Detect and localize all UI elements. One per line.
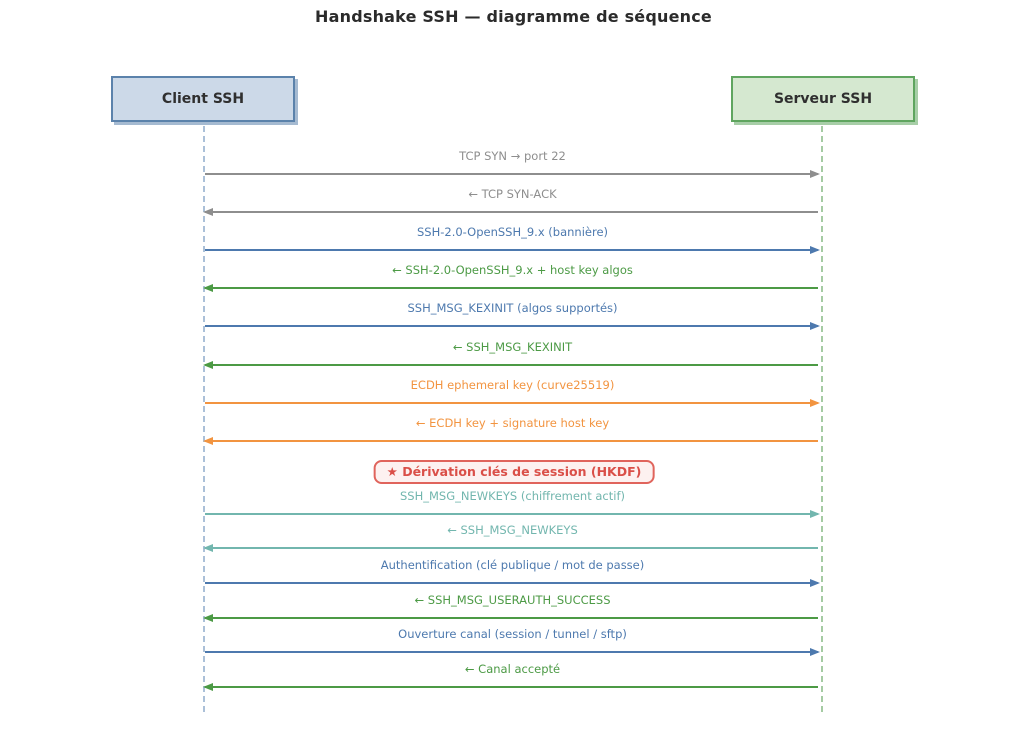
actor-server-label: Serveur SSH: [773, 91, 873, 107]
arrowhead-icon: [203, 208, 213, 216]
message-label: ← SSH_MSG_KEXINIT: [452, 340, 573, 354]
actor-box-client: Client SSH: [111, 76, 295, 122]
message-arrow-ltr: [205, 399, 820, 407]
message-label: SSH-2.0-OpenSSH_9.x (bannière): [416, 225, 609, 239]
message-label: ← SSH-2.0-OpenSSH_9.x + host key algos: [392, 263, 633, 277]
message-label: TCP SYN → port 22: [459, 149, 566, 163]
note-box-key-derivation: ★ Dérivation clés de session (HKDF): [373, 460, 655, 484]
actor-box-server: Serveur SSH: [731, 76, 915, 122]
message-label: Ouverture canal (session / tunnel / sftp…: [398, 627, 627, 641]
message-label: ← ECDH key + signature host key: [415, 416, 610, 430]
arrowhead-icon: [203, 437, 213, 445]
message-arrow-ltr: [205, 579, 820, 587]
arrowhead-icon: [203, 544, 213, 552]
message-arrow-rtl: [203, 361, 818, 369]
message-arrow-rtl: [203, 544, 818, 552]
arrowhead-icon: [810, 648, 820, 656]
message-arrow-ltr: [205, 170, 820, 178]
message-arrow-rtl: [203, 437, 818, 445]
message-arrow-rtl: [203, 208, 818, 216]
message-label: ← SSH_MSG_USERAUTH_SUCCESS: [414, 593, 611, 607]
note-label: ★ Dérivation clés de session (HKDF): [386, 464, 642, 479]
message-label: ← SSH_MSG_NEWKEYS: [447, 523, 578, 537]
arrowhead-icon: [810, 579, 820, 587]
message-arrow-rtl: [203, 683, 818, 691]
arrowhead-icon: [810, 170, 820, 178]
arrowhead-icon: [203, 683, 213, 691]
message-label: ECDH ephemeral key (curve25519): [410, 378, 615, 392]
message-arrow-ltr: [205, 246, 820, 254]
message-label: Authentification (clé publique / mot de …: [380, 558, 645, 572]
actor-client-label: Client SSH: [161, 91, 245, 107]
message-arrow-ltr: [205, 648, 820, 656]
message-label: SSH_MSG_KEXINIT (algos supportés): [407, 301, 618, 315]
message-label: ← TCP SYN-ACK: [468, 187, 557, 201]
message-label: ← Canal accepté: [464, 662, 561, 676]
message-arrow-rtl: [203, 614, 818, 622]
arrowhead-icon: [203, 284, 213, 292]
lifeline-client: [203, 126, 205, 712]
arrowhead-icon: [810, 399, 820, 407]
message-label: SSH_MSG_NEWKEYS (chiffrement actif): [399, 489, 625, 503]
message-arrow-rtl: [203, 284, 818, 292]
arrowhead-icon: [203, 614, 213, 622]
diagram-title: Handshake SSH — diagramme de séquence: [315, 7, 712, 26]
arrowhead-icon: [810, 246, 820, 254]
arrowhead-icon: [810, 322, 820, 330]
lifeline-server: [821, 126, 823, 712]
message-arrow-ltr: [205, 510, 820, 518]
arrowhead-icon: [810, 510, 820, 518]
arrowhead-icon: [203, 361, 213, 369]
message-arrow-ltr: [205, 322, 820, 330]
